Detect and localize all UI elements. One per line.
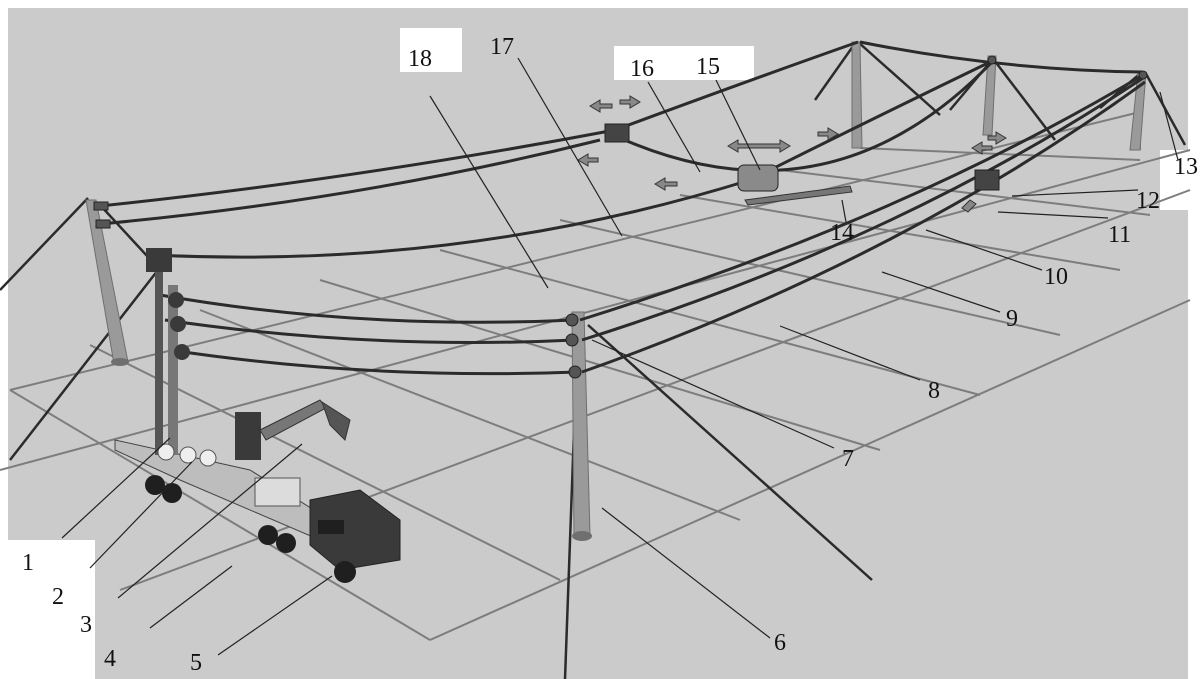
label-16: 16 [630,56,654,82]
truck-box [255,478,300,506]
pole [852,42,862,148]
pole-base [572,531,592,541]
truck-mast [168,285,178,455]
label-13: 13 [1174,154,1198,180]
label-6: 6 [774,630,786,656]
label-3: 3 [80,612,92,638]
label-15: 15 [696,54,720,80]
label-1: 1 [22,550,34,576]
label-7: 7 [842,446,854,472]
label-12: 12 [1136,188,1160,214]
label-11: 11 [1108,222,1131,248]
label-4: 4 [104,646,116,672]
truck-window [318,520,344,534]
label-17: 17 [490,34,514,60]
running-block [975,170,999,190]
pole-base [111,358,129,366]
pulley-block-icon [566,334,578,346]
pulley-block-icon [174,344,190,360]
pulley-block-icon [566,314,578,326]
cable-drum [200,450,216,466]
pulley-block-icon [988,56,996,64]
pulley-block-icon [1139,71,1147,79]
pulley-block-icon [170,316,186,332]
label-18: 18 [408,46,432,72]
wheel [334,561,356,583]
label-10: 10 [1044,264,1068,290]
label-8: 8 [928,378,940,404]
crane-cab [235,412,261,460]
pulley-block-icon [94,202,108,210]
wheel [162,483,182,503]
tensioner-machine-icon [738,165,778,191]
label-14: 14 [830,220,854,246]
wheel [276,533,296,553]
label-2: 2 [52,584,64,610]
wheel [145,475,165,495]
label-box [0,540,95,679]
pulley-block-icon [168,292,184,308]
truck-mast-head [146,248,172,272]
truck-mast [155,255,163,455]
label-9: 9 [1006,306,1018,332]
running-block [605,124,629,142]
label-5: 5 [190,650,202,676]
pulley-block-icon [569,366,581,378]
pulley-block-icon [96,220,110,228]
cable-drum [180,447,196,463]
wheel [258,525,278,545]
